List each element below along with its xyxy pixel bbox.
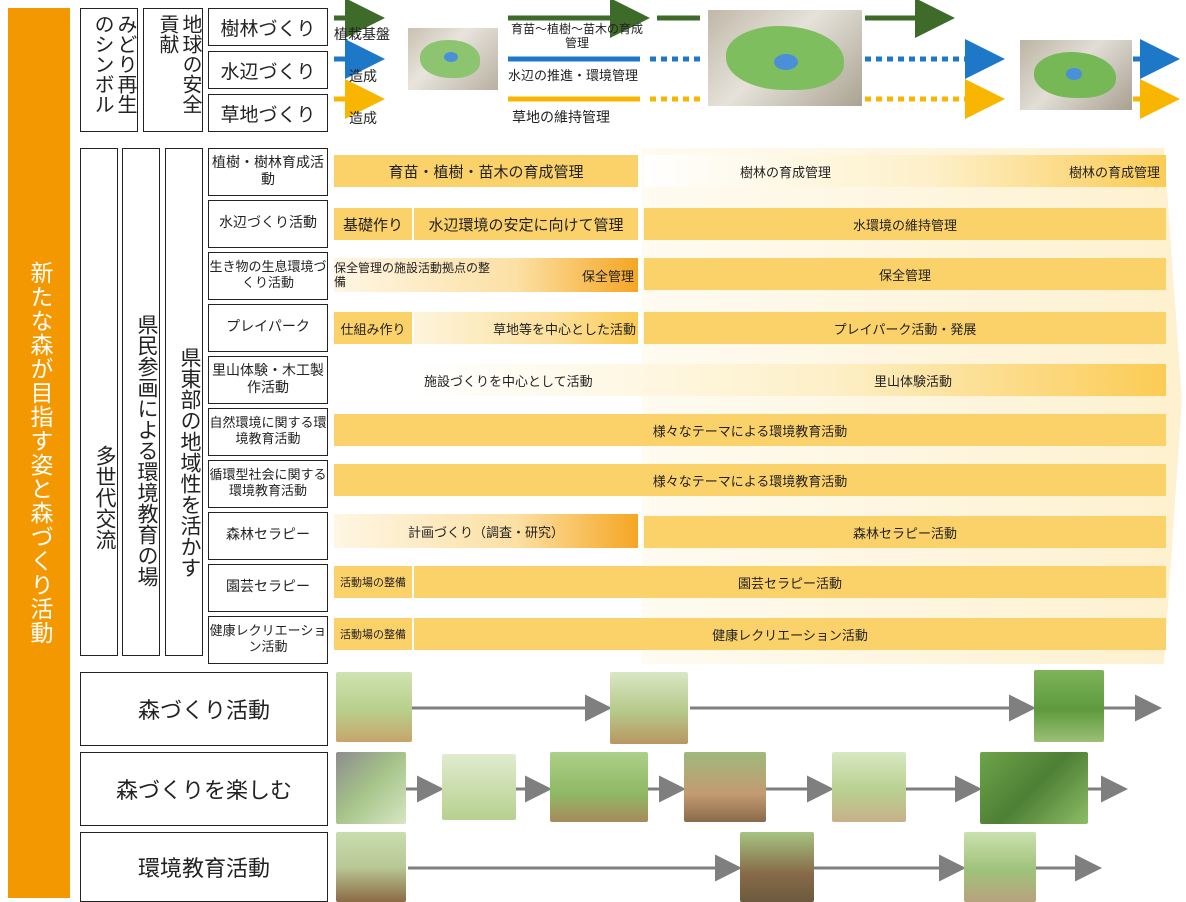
top-text-forest-b: 育苗～植樹～苗木の育成管理 — [510, 22, 643, 51]
bar-satoyama: 施設づくりを中心として活動 里山体験活動 — [414, 364, 1166, 396]
bar-habitat-1-label: 保全管理の施設活動拠点の整備 — [334, 260, 491, 289]
top-col-symbol: みどり再生のシンボル — [80, 8, 138, 132]
bar-forest-therapy-1: 計画づくり（調査・研究） — [334, 514, 638, 548]
illustration-enjoy-3 — [550, 752, 648, 822]
top-text-water-a: 造成 — [349, 69, 377, 85]
sidebar-title: 新たな森が目指す姿と森づくり活動 — [8, 8, 70, 898]
bottom-label-forest-making: 森づくり活動 — [80, 672, 328, 746]
top-text-grass-b: 草地の維持管理 — [512, 110, 610, 126]
bar-planting-1: 育苗・植樹・苗木の育成管理 — [334, 155, 638, 187]
bar-health-recreation-1: 活動場の整備 — [334, 618, 412, 650]
activity-label-habitat: 生き物の生息環境づくり活動 — [208, 252, 328, 300]
activity-label-planting: 植樹・樹林育成活動 — [208, 148, 328, 196]
top-label-forest: 樹林づくり — [208, 8, 328, 46]
illustration-planting-1 — [336, 672, 412, 742]
activity-label-garden-therapy: 園芸セラピー — [208, 564, 328, 612]
bar-planting-2-label: 樹林の育成管理 — [740, 165, 832, 181]
bar-habitat-2-label: 保全管理 — [581, 269, 634, 285]
top-label-waterside: 水辺づくり — [208, 51, 328, 89]
bar-health-recreation-2: 健康レクリエーション活動 — [414, 618, 1166, 650]
activity-label-forest-therapy: 森林セラピー — [208, 512, 328, 560]
activity-label-playpark: プレイパーク — [208, 304, 328, 352]
bar-forest-therapy-2: 森林セラピー活動 — [644, 516, 1166, 548]
bar-garden-therapy-1: 活動場の整備 — [334, 566, 412, 598]
bar-satoyama-2-label: 里山体験活動 — [873, 374, 952, 390]
bar-garden-therapy-2: 園芸セラピー活動 — [414, 566, 1166, 598]
bar-satoyama-1-label: 施設づくりを中心として活動 — [424, 374, 593, 390]
landscape-image-2 — [708, 10, 862, 106]
activity-label-waterside: 水辺づくり活動 — [208, 200, 328, 248]
illustration-enjoy-1 — [336, 752, 406, 824]
top-arrows — [334, 0, 1180, 119]
landscape-image-3 — [1020, 40, 1132, 110]
top-text-grass-a: 造成 — [349, 111, 377, 127]
bottom-label-environmental-education: 環境教育活動 — [80, 832, 328, 902]
bar-playpark-1: 仕組み作り — [334, 312, 412, 344]
activity-label-nature-education: 自然環境に関する環境教育活動 — [208, 408, 328, 456]
bar-habitat-1: 保全管理の施設活動拠点の整備 保全管理 — [334, 258, 638, 292]
illustration-enjoy-5 — [832, 752, 906, 822]
bar-waterside-3: 水環境の維持管理 — [644, 208, 1166, 240]
middle-col-education-place: 県民参画による環境教育の場 — [122, 148, 160, 656]
bar-habitat-3: 保全管理 — [644, 258, 1166, 290]
activity-label-recycling-education: 循環型社会に関する環境教育活動 — [208, 460, 328, 508]
top-text-water-b: 水辺の推進・環境管理 — [508, 69, 639, 84]
illustration-education-2 — [740, 832, 814, 902]
bar-planting-2: 樹林の育成管理 樹林の育成管理 — [644, 155, 1166, 187]
top-col-contribution: 地球の安全貢献 — [143, 8, 203, 132]
bar-waterside-1: 基礎作り — [334, 208, 412, 240]
bottom-arrows — [406, 694, 1162, 882]
landscape-image-1 — [408, 28, 498, 90]
bar-waterside-2: 水辺環境の安定に向けて管理 — [414, 208, 638, 240]
middle-col-regional: 県東部の地域性を活かす — [165, 148, 203, 656]
illustration-enjoy-4 — [684, 752, 766, 822]
activity-label-satoyama: 里山体験・木工製作活動 — [208, 356, 328, 404]
bar-planting-3-label: 樹林の育成管理 — [1068, 165, 1160, 181]
bar-nature-education: 様々なテーマによる環境教育活動 — [334, 414, 1166, 446]
top-label-grassland: 草地づくり — [208, 94, 328, 132]
top-text-forest-a: 植栽基盤 — [334, 27, 390, 43]
illustration-education-3 — [964, 832, 1036, 902]
bar-playpark-3: プレイパーク活動・発展 — [644, 312, 1166, 344]
bar-playpark-2: 草地等を中心とした活動 — [414, 312, 638, 344]
illustration-enjoy-2 — [442, 754, 516, 820]
bottom-label-enjoy-forest: 森づくりを楽しむ — [80, 752, 328, 826]
middle-col-intergeneration: 多世代交流 — [80, 148, 118, 656]
activity-label-health-recreation: 健康レクリエーション活動 — [208, 616, 328, 664]
bar-recycling-education: 様々なテーマによる環境教育活動 — [334, 464, 1166, 496]
illustration-planting-2 — [610, 672, 688, 744]
illustration-education-1 — [336, 832, 406, 902]
illustration-planting-3 — [1034, 670, 1104, 742]
illustration-enjoy-6 — [980, 752, 1088, 824]
